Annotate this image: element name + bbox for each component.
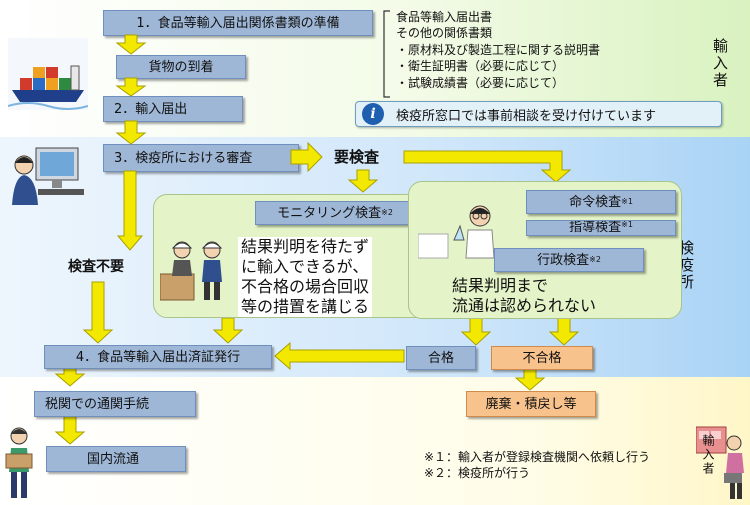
documents-line2: その他の関係書類 <box>396 26 493 40</box>
monitoring-text-line1: 結果判明を待たず <box>241 237 370 256</box>
customs-procedure-box: 税関での通関手続 <box>34 391 196 417</box>
ordered-text-line2: 流通は認められない <box>452 296 597 315</box>
monitoring-text-line4: 等の措置を講じる <box>241 297 370 316</box>
documents-item1: ・原材料及び製造工程に関する説明書 <box>396 43 601 57</box>
guidance-inspection-mark: ※1 <box>621 220 633 229</box>
info-icon: i <box>362 103 384 125</box>
guidance-inspection-label: 指導検査 <box>569 220 622 235</box>
inspectors-illustration <box>160 241 223 301</box>
step4-certificate-issued: 4．食品等輸入届出済証発行 <box>44 345 272 369</box>
guidance-inspection-box: 指導検査※1 <box>526 220 676 236</box>
documents-brace <box>383 10 390 98</box>
administrative-inspection-box: 行政検査※2 <box>494 248 644 272</box>
person-with-box-illustration <box>5 427 33 498</box>
monitoring-text-line3: 不合格の場合回収 <box>241 277 370 296</box>
ordered-text-line1: 結果判明まで <box>452 276 549 295</box>
note-1: ※１：輸入者が登録検査機関へ依頼し行う <box>424 450 651 464</box>
monitoring-description: 結果判明を待たず に輸入できるが、 不合格の場合回収 等の措置を講じる <box>238 237 373 317</box>
administrative-inspection-label: 行政検査 <box>537 252 590 268</box>
pass-box: 合格 <box>406 346 476 370</box>
domestic-distribution-label: 国内流通 <box>87 451 140 467</box>
domestic-distribution-box: 国内流通 <box>46 446 186 472</box>
pre-consultation-notice: i 検疫所窓口では事前相談を受け付けています <box>355 101 722 127</box>
fail-label: 不合格 <box>522 350 562 366</box>
administrative-inspection-mark: ※2 <box>589 255 601 264</box>
ordered-inspection-mark: ※1 <box>621 197 633 206</box>
documents-item2: ・衛生証明書（必要に応じて） <box>396 59 565 73</box>
importer-side-label-top: 輸入者 <box>711 38 729 89</box>
officer-at-computer-illustration <box>12 147 84 205</box>
step3-label: 3．検疫所における審査 <box>114 150 253 166</box>
monitoring-text-line2: に輸入できるが、 <box>241 257 369 276</box>
step2-label: 2．輸入届出 <box>114 101 188 117</box>
step3-quarantine-review: 3．検疫所における審査 <box>103 144 299 172</box>
note-2: ※２：検疫所が行う <box>424 466 531 480</box>
step4-label: 4．食品等輸入届出済証発行 <box>75 349 241 365</box>
importer-side-label-bottom: 輸入者 <box>701 434 715 476</box>
disposal-label: 廃棄・積戻し等 <box>485 396 577 412</box>
documents-line1: 食品等輸入届出書 <box>396 10 493 24</box>
step2-import-notification: 2．輸入届出 <box>103 96 243 122</box>
pre-consultation-text: 検疫所窓口では事前相談を受け付けています <box>396 108 657 124</box>
ordered-description: 結果判明まで 流通は認められない <box>452 276 596 316</box>
pass-label: 合格 <box>427 350 454 366</box>
step1-prepare-documents: 1．食品等輸入届出関係書類の準備 <box>103 10 373 36</box>
shopper-illustration <box>696 426 744 499</box>
inspection-not-required-label: 検査不要 <box>68 259 124 275</box>
disposal-box: 廃棄・積戻し等 <box>466 391 596 417</box>
fail-box: 不合格 <box>491 346 593 370</box>
step1-label: 1．食品等輸入届出関係書類の準備 <box>136 15 340 31</box>
cargo-arrival-label: 貨物の到着 <box>148 59 214 75</box>
cargo-ship-illustration <box>8 38 88 110</box>
documents-item3: ・試験成績書（必要に応じて） <box>396 76 565 90</box>
ordered-inspection-label: 命令検査 <box>569 194 622 210</box>
monitoring-inspection-mark: ※2 <box>381 208 393 217</box>
customs-procedure-label: 税関での通関手続 <box>45 396 150 412</box>
monitoring-inspection-box: モニタリング検査※2 <box>255 201 415 225</box>
ordered-inspection-box: 命令検査※1 <box>526 190 676 214</box>
cargo-arrival-box: 貨物の到着 <box>116 55 246 79</box>
monitoring-inspection-label: モニタリング検査 <box>277 205 382 221</box>
lab-technician-illustration <box>418 205 495 259</box>
inspection-required-label: 要検査 <box>334 148 380 166</box>
